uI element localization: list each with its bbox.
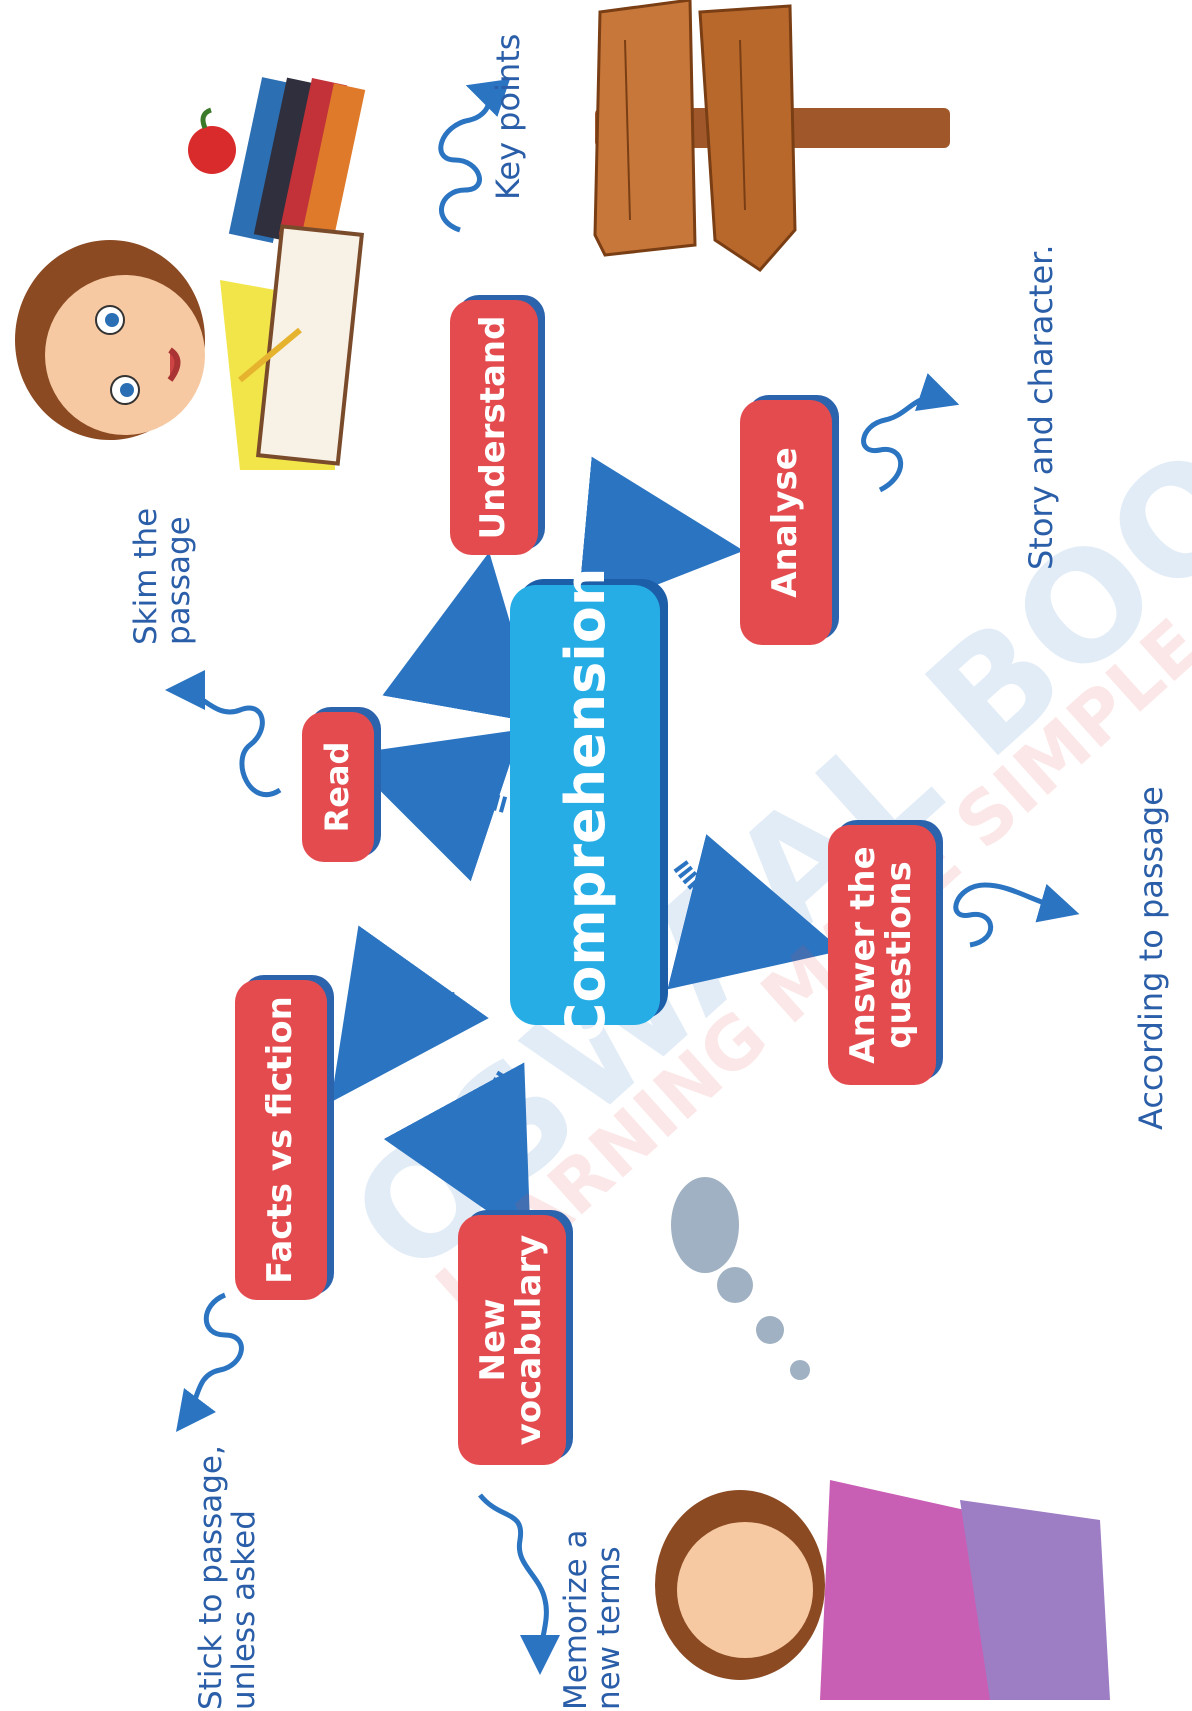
- note-memorize-line1: Memorize a: [558, 1529, 594, 1710]
- node-answer-line1: Answer the: [843, 846, 884, 1064]
- signpost-illustration: [593, 0, 950, 272]
- squiggle-story: [861, 373, 960, 493]
- girl-thinking-illustration: [655, 1177, 1110, 1700]
- node-facts-label: Facts vs fiction: [260, 996, 301, 1284]
- note-skim-line2: passage: [160, 516, 197, 645]
- note-story-character: Story and character.: [1022, 244, 1060, 570]
- note-memorize-line2: new terms: [590, 1546, 627, 1710]
- arrow-to-understand: [382, 551, 541, 724]
- node-understand-label: Understand: [473, 315, 514, 540]
- note-skim-line1: Skim the: [128, 507, 164, 645]
- note-stick-line1: Stick to passage,: [193, 1445, 229, 1710]
- note-stick-line2: unless asked: [225, 1510, 262, 1710]
- node-new-vocabulary: New vocabulary: [458, 1215, 566, 1465]
- squiggle-key-points: [438, 78, 511, 233]
- squiggle-stick: [176, 1292, 244, 1433]
- squiggle-skim: [165, 670, 282, 798]
- hub-label: Comprehension: [553, 567, 617, 1043]
- squiggle-according: [953, 882, 1080, 948]
- node-read-label: Read: [318, 741, 357, 833]
- node-answer-questions: Answer the questions: [828, 825, 936, 1085]
- boy-reading-illustration: [15, 224, 364, 470]
- node-answer-line2: questions: [879, 861, 919, 1049]
- note-according-to-passage: According to passage: [1132, 786, 1170, 1130]
- arrow-to-facts: [330, 925, 489, 1103]
- note-stick-to-passage: Stick to passage, unless asked: [193, 1445, 262, 1710]
- note-key-points: Key points: [489, 33, 527, 200]
- books-illustration: [188, 77, 366, 244]
- arrow-to-answer: [667, 834, 843, 990]
- arrow-to-analyse: [577, 456, 744, 617]
- arrow-to-read: [344, 729, 522, 882]
- hub-comprehension: Comprehension: [510, 568, 660, 1042]
- node-analyse: Analyse: [740, 400, 832, 645]
- squiggle-memorize: [478, 1493, 561, 1675]
- node-analyse-label: Analyse: [765, 447, 806, 598]
- node-understand: Understand: [450, 300, 538, 555]
- note-memorize-terms: Memorize a new terms: [558, 1529, 627, 1710]
- arrow-to-vocab: [383, 1062, 531, 1242]
- node-facts-vs-fiction: Facts vs fiction: [235, 980, 327, 1300]
- node-vocab-line1: New: [473, 1298, 514, 1382]
- node-vocab-line2: vocabulary: [509, 1234, 549, 1446]
- node-read: Read: [302, 712, 374, 862]
- note-skim-passage: Skim the passage: [128, 507, 197, 645]
